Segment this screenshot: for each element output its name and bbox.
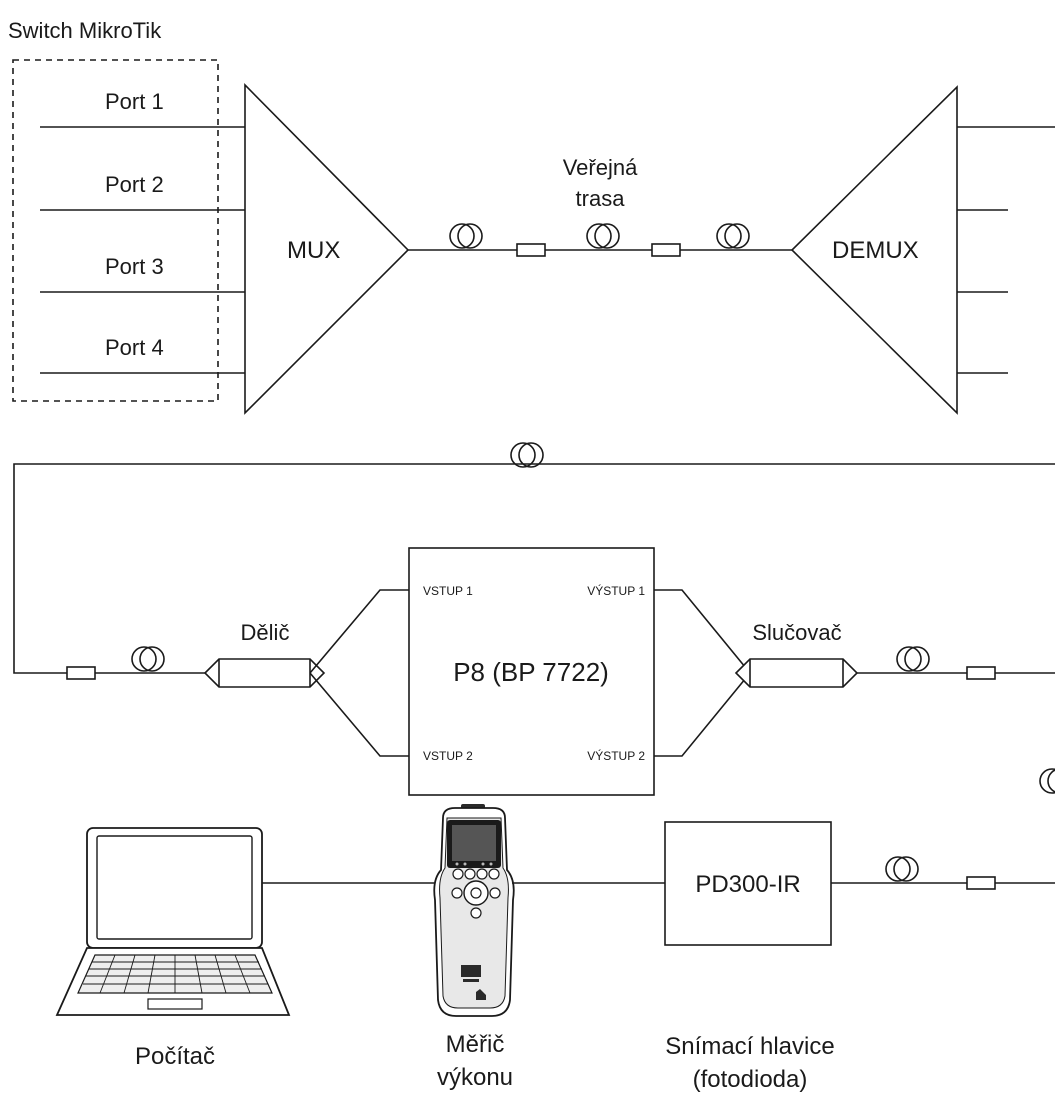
connector-icon: [966, 666, 996, 680]
fiber-coil-icon: [131, 646, 165, 672]
switch-box: [12, 59, 219, 402]
public-route-label-1: Veřejná: [563, 155, 638, 180]
splitter-branch-2: [309, 672, 409, 757]
meter-label-2: výkonu: [437, 1064, 513, 1091]
splitter-body: [203, 658, 326, 688]
output-2-label: VÝSTUP 2: [587, 748, 645, 763]
head-label-2: (fotodioda): [693, 1066, 808, 1093]
fiber-coil-icon: [586, 223, 620, 249]
output-1-label: VÝSTUP 1: [587, 583, 645, 598]
port-3-label: Port 3: [105, 254, 164, 279]
connector-icon: [516, 243, 546, 257]
power-meter-icon: [433, 804, 515, 1017]
combiner-branch-1: [654, 589, 751, 674]
splitter-branch-1: [309, 589, 409, 674]
p8-device-label: P8 (BP 7722): [453, 657, 609, 687]
fiber-coil-icon: [896, 646, 930, 672]
port-2-label: Port 2: [105, 172, 164, 197]
combiner-body: [734, 658, 859, 688]
combiner-label: Slučovač: [752, 620, 841, 645]
return-fiber-line: [13, 463, 1055, 674]
connector-icon: [66, 666, 96, 680]
public-route-label-2: trasa: [576, 186, 626, 211]
input-2-label: VSTUP 2: [423, 749, 473, 763]
fiber-coil-icon: [1039, 768, 1055, 794]
fiber-coil-icon: [449, 223, 483, 249]
head-label-1: Snímací hlavice: [665, 1033, 834, 1060]
computer-label: Počítač: [135, 1043, 215, 1070]
pd300-label: PD300-IR: [695, 871, 800, 898]
fiber-coil-icon: [885, 856, 919, 882]
mux-label: MUX: [287, 237, 340, 264]
demux-triangle: [790, 85, 958, 415]
switch-title: Switch MikroTik: [8, 18, 162, 43]
meter-label-1: Měřič: [446, 1031, 505, 1058]
connector-icon: [651, 243, 681, 257]
p8-device-box: [408, 547, 655, 796]
laptop-icon: [55, 827, 291, 1016]
mux-triangle: [244, 83, 410, 415]
port-1-label: Port 1: [105, 89, 164, 114]
port-4-label: Port 4: [105, 335, 164, 360]
connector-icon: [966, 876, 996, 890]
fiber-coil-icon: [716, 223, 750, 249]
input-1-label: VSTUP 1: [423, 584, 473, 598]
demux-label: DEMUX: [832, 237, 919, 264]
combiner-branch-2: [654, 672, 751, 757]
splitter-label: Dělič: [241, 620, 290, 645]
